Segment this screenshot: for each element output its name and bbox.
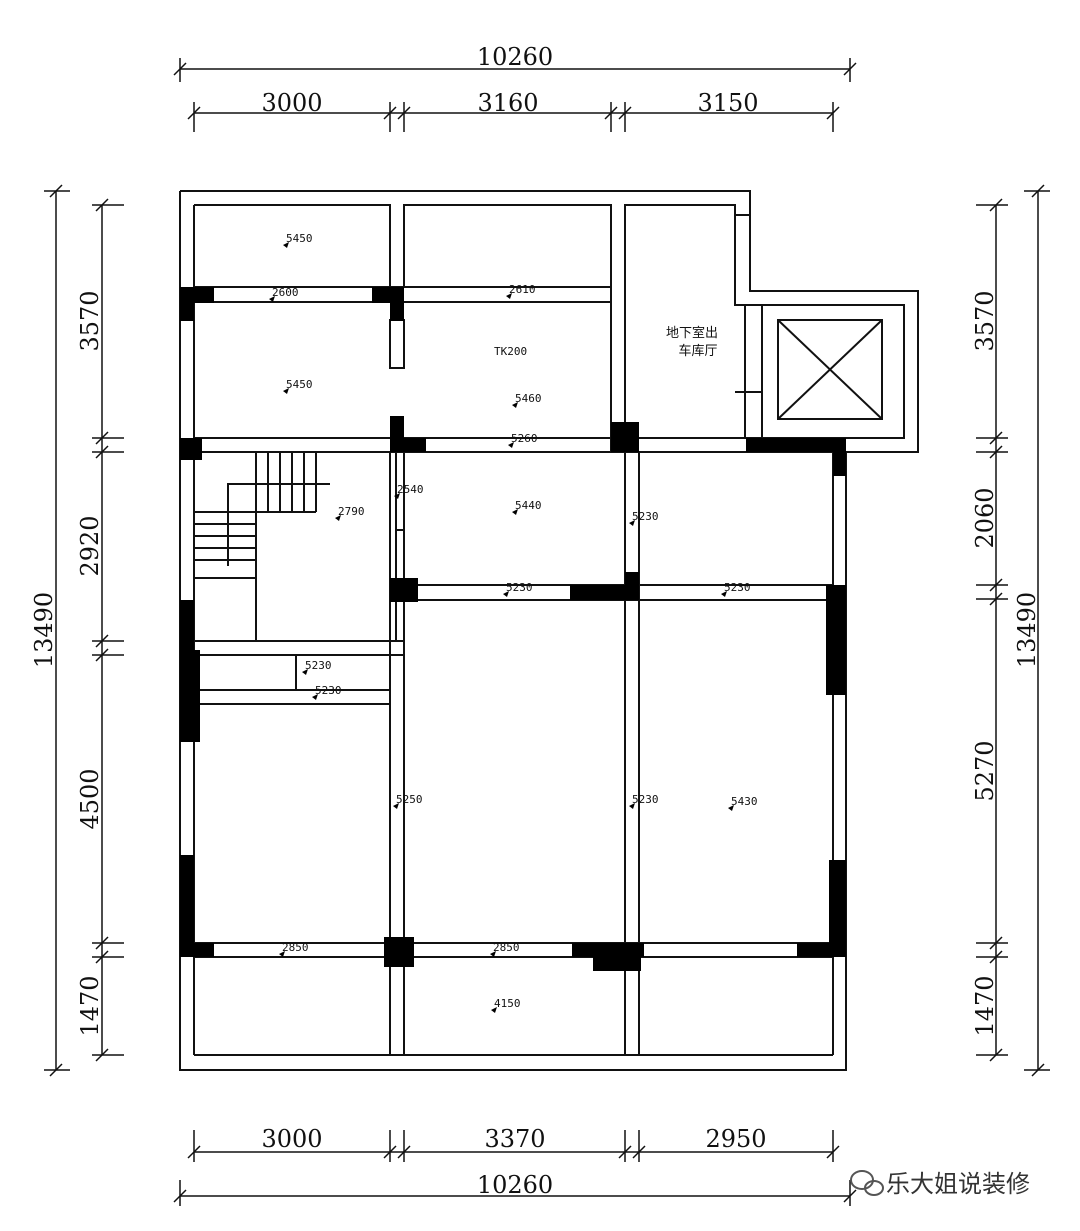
watermark: 乐大姐说装修: [850, 1170, 1030, 1198]
elev-text: 2850: [493, 941, 520, 954]
dim-left-seg-4: 1470: [76, 975, 104, 1036]
elev-text: 5230: [305, 659, 332, 672]
elev-text: TK200: [494, 345, 527, 358]
elev-mark: 5430: [728, 795, 758, 811]
elev-text: 5430: [731, 795, 758, 808]
dim-left-seg-3: 4500: [76, 768, 104, 829]
elev-text: 4150: [494, 997, 521, 1010]
elev-text: 5230: [632, 793, 659, 806]
elev-mark: 5230: [312, 684, 342, 700]
elev-mark: TK200: [494, 345, 527, 358]
elev-text: 2600: [272, 286, 299, 299]
elev-text: 5460: [515, 392, 542, 405]
elev-mark: 5460: [512, 392, 542, 408]
elev-mark: 2790: [335, 505, 365, 521]
dim-right-total: 13490: [1013, 592, 1041, 668]
dim-right-seg-1: 3570: [971, 290, 999, 351]
dim-right-seg-2: 2060: [971, 487, 999, 548]
elev-mark: 5440: [512, 499, 542, 515]
elevation-labels: 5450 2600 2610 5450 TK200 5460 5260 2540…: [269, 232, 758, 1013]
dim-left-total: 13490: [30, 592, 58, 668]
elev-text: 5230: [315, 684, 342, 697]
dim-bottom-seg-3: 2950: [705, 1125, 766, 1153]
elev-text: 5230: [506, 581, 533, 594]
elev-text: 5450: [286, 232, 313, 245]
dim-right-seg-3: 5270: [971, 740, 999, 801]
dim-bottom-total: 10260: [477, 1171, 553, 1199]
dimension-texts: 10260 3000 3160 3150 3000 3370 2950 1026…: [30, 43, 1041, 1199]
elev-mark: 5230: [721, 581, 751, 597]
elev-mark: 5230: [629, 510, 659, 526]
room-label-garage-hall: 地下室出 车库厅: [666, 325, 718, 359]
elev-mark: 2850: [490, 941, 520, 957]
elev-mark: 5230: [302, 659, 332, 675]
dim-left-seg-2: 2920: [76, 515, 104, 576]
columns: [180, 287, 846, 971]
dim-top-seg-2: 3160: [477, 89, 538, 117]
elev-mark: 5450: [283, 378, 313, 394]
dim-top-total: 10260: [477, 43, 553, 71]
wechat-icon: [850, 1170, 884, 1196]
dim-top-seg-3: 3150: [697, 89, 758, 117]
dim-bottom-seg-1: 3000: [261, 1125, 322, 1153]
dim-right-seg-4: 1470: [971, 975, 999, 1036]
room-label-line-1: 地下室出: [666, 325, 718, 341]
room-label-line-2: 车库厅: [678, 343, 717, 359]
elev-text: 2790: [338, 505, 365, 518]
walls: [179, 190, 919, 1071]
elev-text: 5230: [724, 581, 751, 594]
elev-mark: 2610: [506, 283, 536, 299]
dim-top-seg-1: 3000: [261, 89, 322, 117]
dim-left-seg-1: 3570: [76, 290, 104, 351]
dim-bottom-seg-2: 3370: [484, 1125, 545, 1153]
watermark-text: 乐大姐说装修: [886, 1170, 1030, 1198]
elev-text: 5260: [511, 432, 538, 445]
elev-text: 5450: [286, 378, 313, 391]
elev-text: 2850: [282, 941, 309, 954]
elev-mark: 5230: [629, 793, 659, 809]
elev-mark: 5250: [393, 793, 423, 809]
elev-mark: 4150: [491, 997, 521, 1013]
elev-text: 2610: [509, 283, 536, 296]
elev-text: 2540: [397, 483, 424, 496]
elev-mark: 5450: [283, 232, 313, 248]
elev-mark: 5260: [508, 432, 538, 448]
elev-text: 5230: [632, 510, 659, 523]
elev-mark: 5230: [503, 581, 533, 597]
dimension-lines: [44, 58, 1050, 1206]
elev-text: 5440: [515, 499, 542, 512]
elev-text: 5250: [396, 793, 423, 806]
elev-mark: 2600: [269, 286, 299, 302]
elev-mark: 2540: [394, 483, 424, 499]
elev-mark: 2850: [279, 941, 309, 957]
